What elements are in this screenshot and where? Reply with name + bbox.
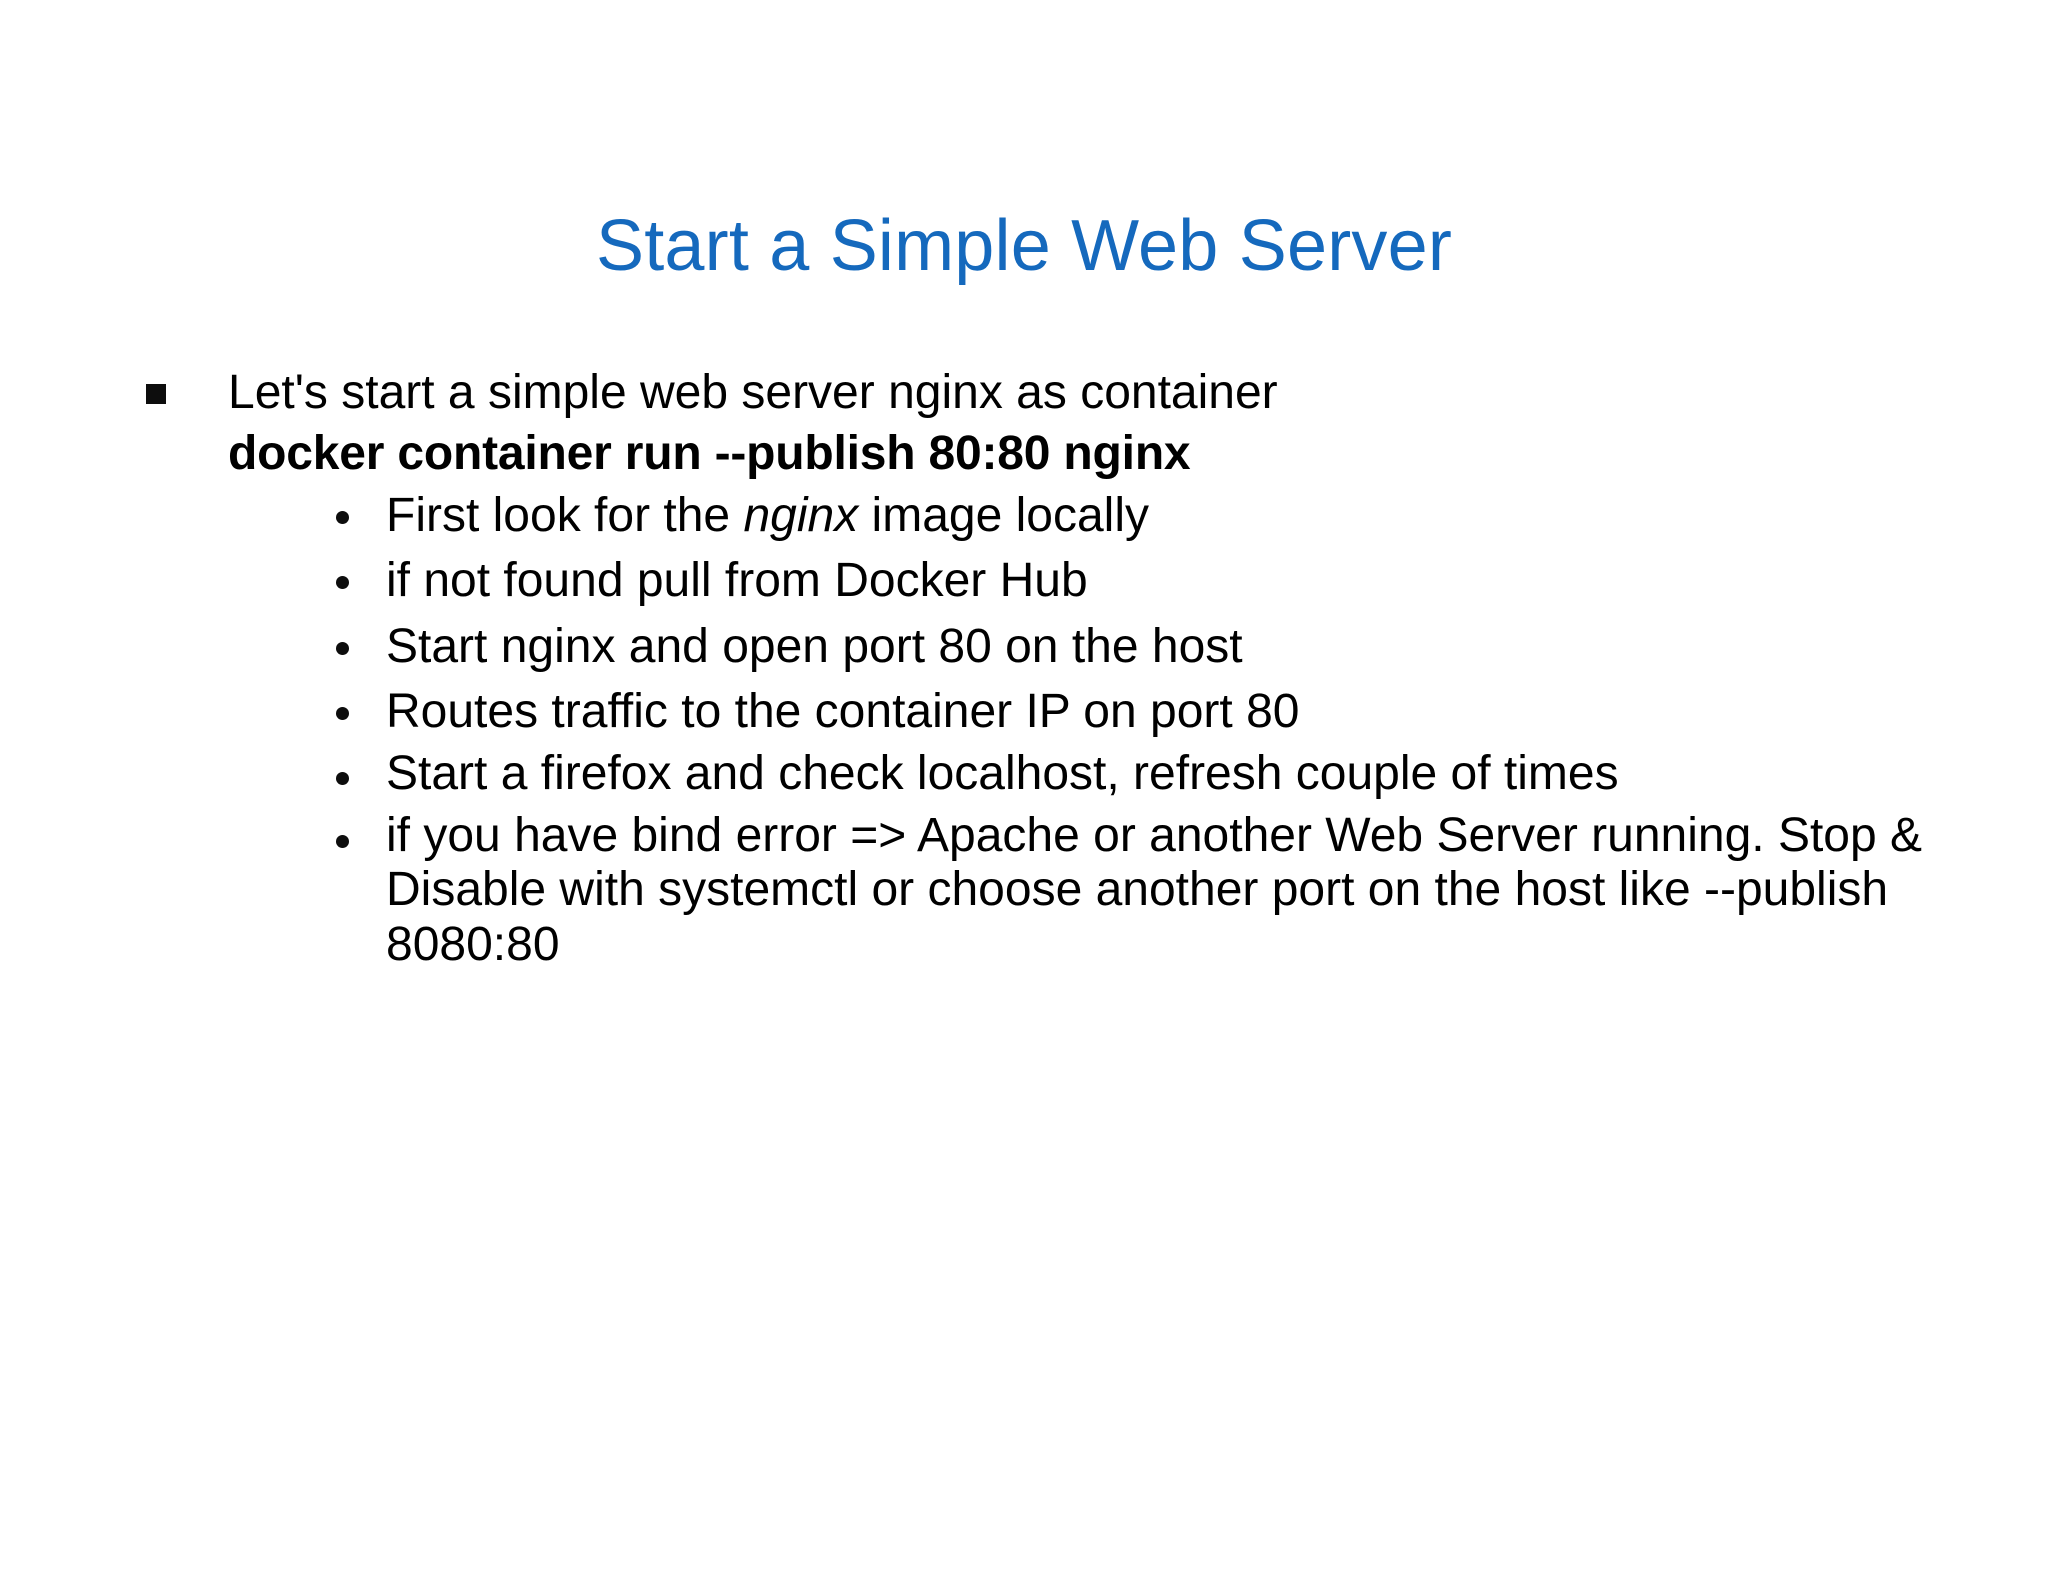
bullet-list-level1: Let's start a simple web server nginx as… <box>138 362 1948 972</box>
list-item-label: First look for the nginx image locally <box>386 485 1948 547</box>
round-bullet-icon <box>336 510 349 524</box>
list-item-label: if not found pull from Docker Hub <box>386 554 1088 608</box>
list-item-label: Start nginx and open port 80 on the host <box>386 619 1243 673</box>
slide-body: Let's start a simple web server nginx as… <box>138 362 1948 978</box>
list-item: if not found pull from Docker Hub <box>228 550 1948 612</box>
list-item: First look for the nginx image locally <box>228 485 1948 547</box>
round-bullet-icon <box>336 576 349 590</box>
list-item-label: Start a firefox and check localhost, ref… <box>386 747 1619 801</box>
list-item: Routes traffic to the container IP on po… <box>228 681 1948 743</box>
list-item-label: Routes traffic to the container IP on po… <box>386 685 1300 739</box>
round-bullet-icon <box>336 641 349 655</box>
bullet-list-level2: First look for the nginx image locally i… <box>228 485 1948 972</box>
round-bullet-icon <box>336 772 349 786</box>
title-container: Start a Simple Web Server <box>0 160 2048 334</box>
page-title: Start a Simple Web Server <box>596 206 1452 287</box>
round-bullet-icon <box>336 835 349 849</box>
text-prefix: First look for the <box>386 488 744 542</box>
italic-term-nginx: nginx <box>743 488 859 542</box>
square-bullet-icon <box>146 384 166 404</box>
list-item: if you have bind error => Apache or anot… <box>228 809 1948 972</box>
intro-text: Let's start a simple web server nginx as… <box>228 366 1278 419</box>
list-item: Start a firefox and check localhost, ref… <box>228 746 1948 803</box>
list-item-intro: Let's start a simple web server nginx as… <box>138 362 1948 972</box>
list-item: Start nginx and open port 80 on the host <box>228 616 1948 678</box>
round-bullet-icon <box>336 707 349 721</box>
list-item-label: if you have bind error => Apache or anot… <box>386 809 1923 971</box>
docker-command-text: docker container run --publish 80:80 ngi… <box>228 427 1191 481</box>
text-suffix: image locally <box>858 488 1149 542</box>
